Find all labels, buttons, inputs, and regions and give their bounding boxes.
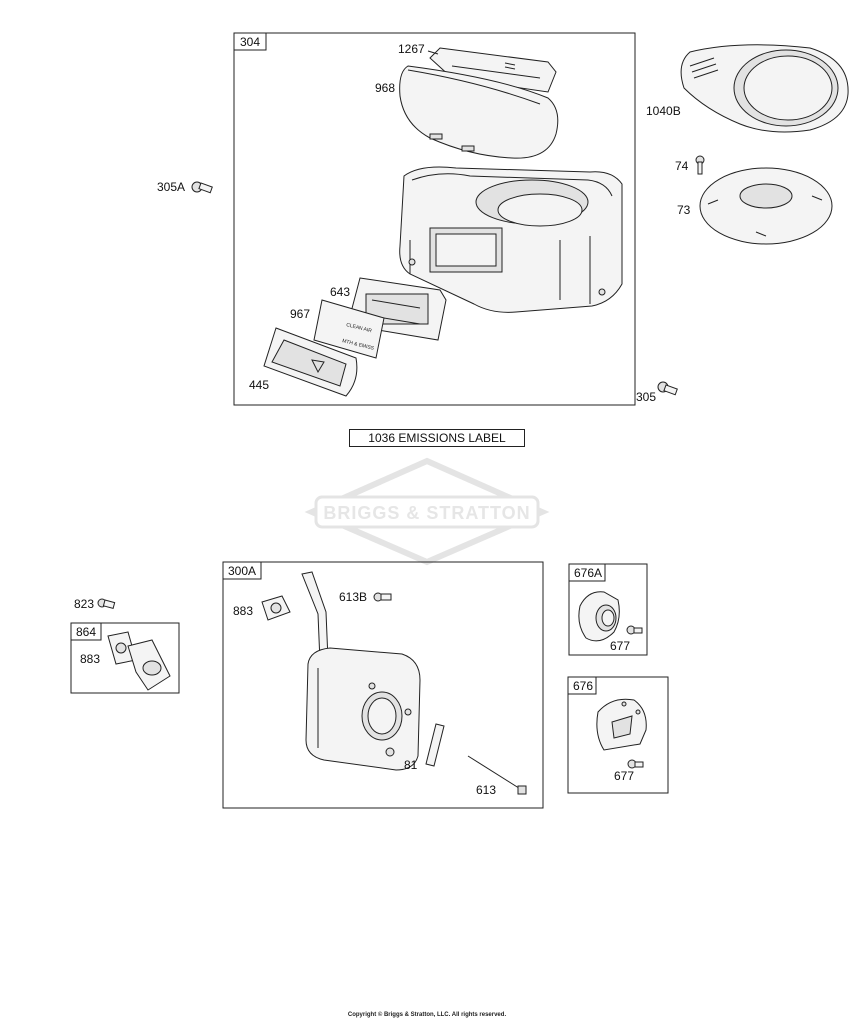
label-883-muffler: 883: [233, 604, 253, 618]
part-676A-deflector[interactable]: [578, 591, 620, 642]
group-300A-muffler: 300A 883 613B 81: [222, 561, 544, 809]
group-676A-label: 676A: [574, 566, 602, 580]
group-864-label: 864: [76, 625, 96, 639]
part-676-deflector[interactable]: [596, 698, 647, 751]
label-613B: 613B: [339, 590, 367, 604]
part-1267-precleaner[interactable]: [429, 47, 557, 93]
part-677-screw-676A[interactable]: [626, 625, 643, 635]
label-823: 823: [74, 597, 94, 611]
part-823-screw[interactable]: [97, 598, 116, 609]
group-304-frame: [233, 32, 636, 406]
copyright-notice: Copyright © Briggs & Stratton, LLC. All …: [347, 1012, 507, 1018]
part-305-screw[interactable]: [657, 381, 678, 396]
label-1267: 1267: [398, 42, 425, 56]
part-967-decal[interactable]: CLEAN AIR MTH & EMISS: [313, 299, 385, 359]
group-864-exhaust-adapter: 864 883: [70, 622, 180, 694]
label-73: 73: [677, 203, 691, 217]
group-300A-frame: [222, 561, 544, 809]
label-883-864: 883: [80, 652, 100, 666]
label-677-676A: 677: [610, 639, 630, 653]
label-305A: 305A: [157, 180, 185, 194]
part-air-cleaner-base[interactable]: [399, 166, 623, 313]
group-676A-frame: [568, 563, 648, 656]
emissions-label-callout: 1036 EMISSIONS LABEL: [349, 429, 525, 447]
part-613-bolt[interactable]: [467, 755, 527, 795]
group-864-tag: [70, 622, 102, 641]
label-677-676: 677: [614, 769, 634, 783]
part-883-gasket[interactable]: [261, 595, 291, 621]
part-445-air-filter[interactable]: [263, 327, 358, 397]
part-81-lock-plate[interactable]: [425, 723, 445, 767]
group-676A-tag: [568, 563, 606, 582]
label-643: 643: [330, 285, 350, 299]
part-883-gasket-864[interactable]: [107, 631, 137, 665]
label-967: 967: [290, 307, 310, 321]
part-968-air-cleaner-cover[interactable]: [399, 65, 559, 159]
part-1040B-blower-housing-cover[interactable]: [680, 44, 849, 133]
group-304-air-cleaner: 304 1267 968: [233, 32, 636, 406]
part-muffler-body[interactable]: [305, 647, 421, 771]
label-305: 305: [636, 390, 656, 404]
watermark-text: BRIGGS & STRATTON: [323, 503, 530, 523]
group-864-frame: [70, 622, 180, 694]
briggs-stratton-watermark-logo: BRIGGS & STRATTON: [304, 457, 550, 566]
group-676A-deflector: 676A 677: [568, 563, 648, 656]
label-81: 81: [404, 758, 418, 772]
label-1040B: 1040B: [646, 104, 681, 118]
part-74-screw[interactable]: [695, 155, 705, 175]
group-676-deflector: 676 677: [567, 676, 669, 794]
part-864-exhaust-adapter[interactable]: [127, 639, 171, 691]
group-304-tag: [233, 32, 267, 51]
group-300A-tag: [222, 561, 262, 580]
group-676-tag: [567, 676, 597, 695]
part-613B-screw[interactable]: [373, 592, 392, 602]
group-676-label: 676: [573, 679, 593, 693]
part-73-rotating-screen[interactable]: [699, 167, 833, 245]
label-968: 968: [375, 81, 395, 95]
label-74: 74: [675, 159, 689, 173]
group-676-frame: [567, 676, 669, 794]
part-305A-screw[interactable]: [191, 181, 213, 194]
group-300A-label: 300A: [228, 564, 256, 578]
label-613: 613: [476, 783, 496, 797]
label-445: 445: [249, 378, 269, 392]
group-304-label: 304: [240, 35, 260, 49]
part-677-screw-676[interactable]: [627, 759, 644, 769]
